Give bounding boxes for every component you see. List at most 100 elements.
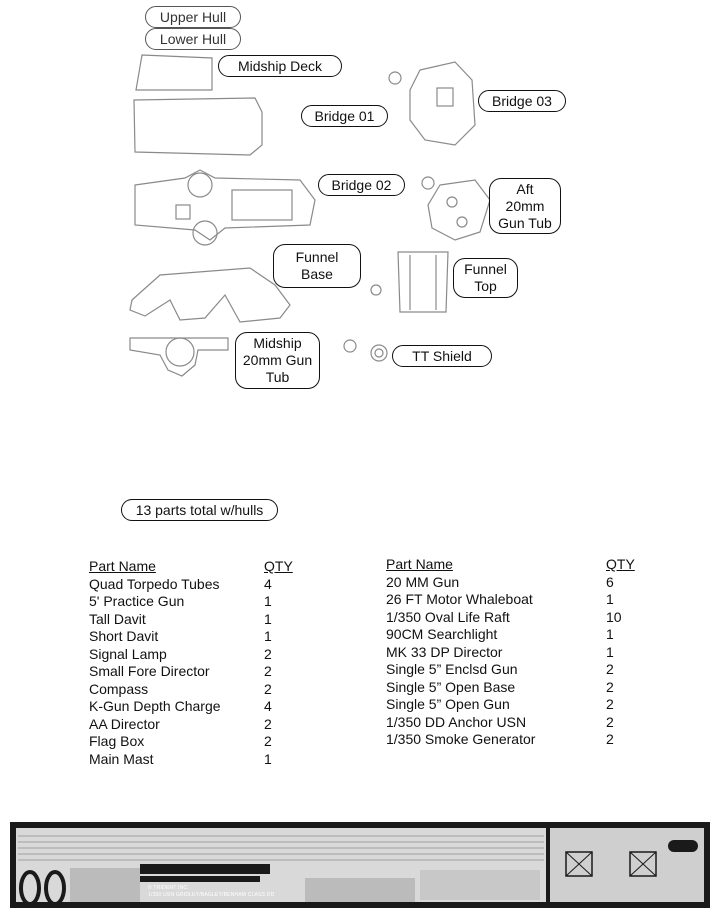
midship-deck-label: Midship Deck: [218, 55, 342, 77]
bridge-02-drawing: [134, 169, 316, 241]
tt-shield-small-drawing: [343, 339, 357, 353]
qty-cell: 2: [606, 678, 614, 695]
table-row: Single 5” Enclsd Gun 2: [386, 661, 646, 679]
part-name-cell: 90CM Searchlight: [386, 626, 498, 642]
bridge-03-label: Bridge 03: [478, 90, 566, 112]
column-part-name: Part Name: [386, 556, 453, 572]
fret-maker: © TRIDENT INC.: [148, 885, 189, 891]
part-name-cell: K-Gun Depth Charge: [89, 698, 221, 714]
qty-cell: 4: [264, 698, 272, 714]
part-name-cell: MK 33 DP Director: [386, 643, 503, 660]
part-name-cell: 1/350 Oval Life Raft: [386, 608, 510, 625]
fret-ring-2: [44, 870, 66, 906]
table-row: Signal Lamp 2: [89, 646, 304, 664]
table-row: 1/350 Smoke Generator 2: [386, 731, 646, 749]
table-row: Small Fore Director 2: [89, 663, 304, 681]
qty-cell: 10: [606, 608, 622, 625]
bridge-01-label: Bridge 01: [301, 105, 388, 127]
part-name-cell: 1/350 DD Anchor USN: [386, 713, 527, 730]
midship-deck-drawing: [135, 54, 213, 91]
part-name-cell: AA Director: [89, 715, 160, 732]
part-name-cell: 20 MM Gun: [386, 573, 460, 590]
qty-cell: 2: [606, 661, 614, 677]
tt-shield-drawing: [370, 344, 388, 362]
part-name-cell: Single 5” Open Gun: [386, 696, 510, 712]
qty-cell: 2: [264, 663, 272, 679]
table-header: Part Name QTY: [386, 556, 646, 574]
table-header: Part Name QTY: [89, 558, 304, 576]
column-qty: QTY: [606, 556, 635, 572]
qty-cell: 1: [264, 610, 272, 627]
tt-shield-label: TT Shield: [392, 345, 492, 367]
part-name-cell: Single 5” Enclsd Gun: [386, 661, 518, 677]
table-row: Main Mast 1: [89, 751, 304, 769]
part-name-cell: 1/350 Smoke Generator: [386, 731, 536, 747]
part-name-cell: Flag Box: [89, 733, 145, 749]
table-row: Tall Davit 1: [89, 611, 304, 629]
table-row: MK 33 DP Director 1: [386, 644, 646, 662]
part-name-cell: 26 FT Motor Whaleboat: [386, 591, 533, 607]
photo-etch-fret: [10, 822, 710, 908]
parts-table-left: Part Name QTY Quad Torpedo Tubes 4 5' Prac…: [89, 558, 304, 768]
part-name-cell: Compass: [89, 680, 149, 697]
table-row: 90CM Searchlight 1: [386, 626, 646, 644]
funnel-base-drawing: [129, 267, 291, 323]
table-row: Compass 2: [89, 681, 304, 699]
table-row: Single 5” Open Gun 2: [386, 696, 646, 714]
fret-ring-1: [19, 870, 41, 906]
bridge-02-cabin: [231, 189, 293, 221]
upper-hull-label: Upper Hull: [145, 6, 241, 28]
aft-gun-tub-label: Aft 20mm Gun Tub: [489, 178, 561, 234]
part-name-cell: Quad Torpedo Tubes: [89, 575, 220, 592]
aft-gun-tub-drawing: [427, 179, 491, 241]
lower-hull-label: Lower Hull: [145, 28, 241, 50]
qty-cell: 1: [606, 643, 614, 660]
funnel-top-label: Funnel Top: [453, 258, 518, 298]
midship-gun-tub-label: Midship 20mm Gun Tub: [235, 332, 320, 389]
qty-cell: 1: [264, 593, 272, 609]
qty-cell: 2: [264, 733, 272, 749]
column-qty: QTY: [264, 558, 293, 574]
table-row: Flag Box 2: [89, 733, 304, 751]
part-name-cell: Short Davit: [89, 628, 159, 644]
table-row: Single 5” Open Base 2: [386, 679, 646, 697]
table-row: 20 MM Gun 6: [386, 574, 646, 592]
qty-cell: 6: [606, 573, 614, 590]
qty-cell: 2: [606, 713, 614, 730]
qty-cell: 2: [264, 645, 272, 662]
table-row: AA Director 2: [89, 716, 304, 734]
qty-cell: 1: [606, 626, 614, 642]
part-name-cell: Small Fore Director: [89, 663, 210, 679]
table-row: Quad Torpedo Tubes 4: [89, 576, 304, 594]
table-row: 26 FT Motor Whaleboat 1: [386, 591, 646, 609]
fret-title: 1/350 USN GRIDLEY/BAGLEY/BENHAM CLASS DD: [148, 892, 275, 898]
parts-total-label: 13 parts total w/hulls: [121, 499, 278, 521]
part-name-cell: 5' Practice Gun: [89, 593, 185, 609]
bridge-03-drawing: [409, 61, 476, 146]
qty-cell: 2: [264, 715, 272, 732]
part-name-cell: Single 5” Open Base: [386, 678, 516, 695]
part-name-cell: Main Mast: [89, 750, 154, 767]
table-row: 1/350 DD Anchor USN 2: [386, 714, 646, 732]
qty-cell: 1: [264, 750, 272, 767]
midship-gun-tub-drawing: [129, 337, 229, 377]
qty-cell: 2: [264, 680, 272, 697]
funnel-top-drawing: [397, 251, 449, 313]
qty-cell: 2: [606, 696, 614, 712]
part-name-cell: Signal Lamp: [89, 645, 167, 662]
table-row: Short Davit 1: [89, 628, 304, 646]
column-part-name: Part Name: [89, 558, 156, 574]
qty-cell: 1: [606, 591, 614, 607]
qty-cell: 1: [264, 628, 272, 644]
qty-cell: 4: [264, 575, 272, 592]
qty-cell: 2: [606, 731, 614, 747]
table-row: K-Gun Depth Charge 4: [89, 698, 304, 716]
table-row: 1/350 Oval Life Raft 10: [386, 609, 646, 627]
part-name-cell: Tall Davit: [89, 610, 146, 627]
bridge-01-drawing: [133, 97, 263, 156]
bridge-02-label: Bridge 02: [318, 174, 405, 196]
bridge-02-box: [175, 204, 191, 220]
